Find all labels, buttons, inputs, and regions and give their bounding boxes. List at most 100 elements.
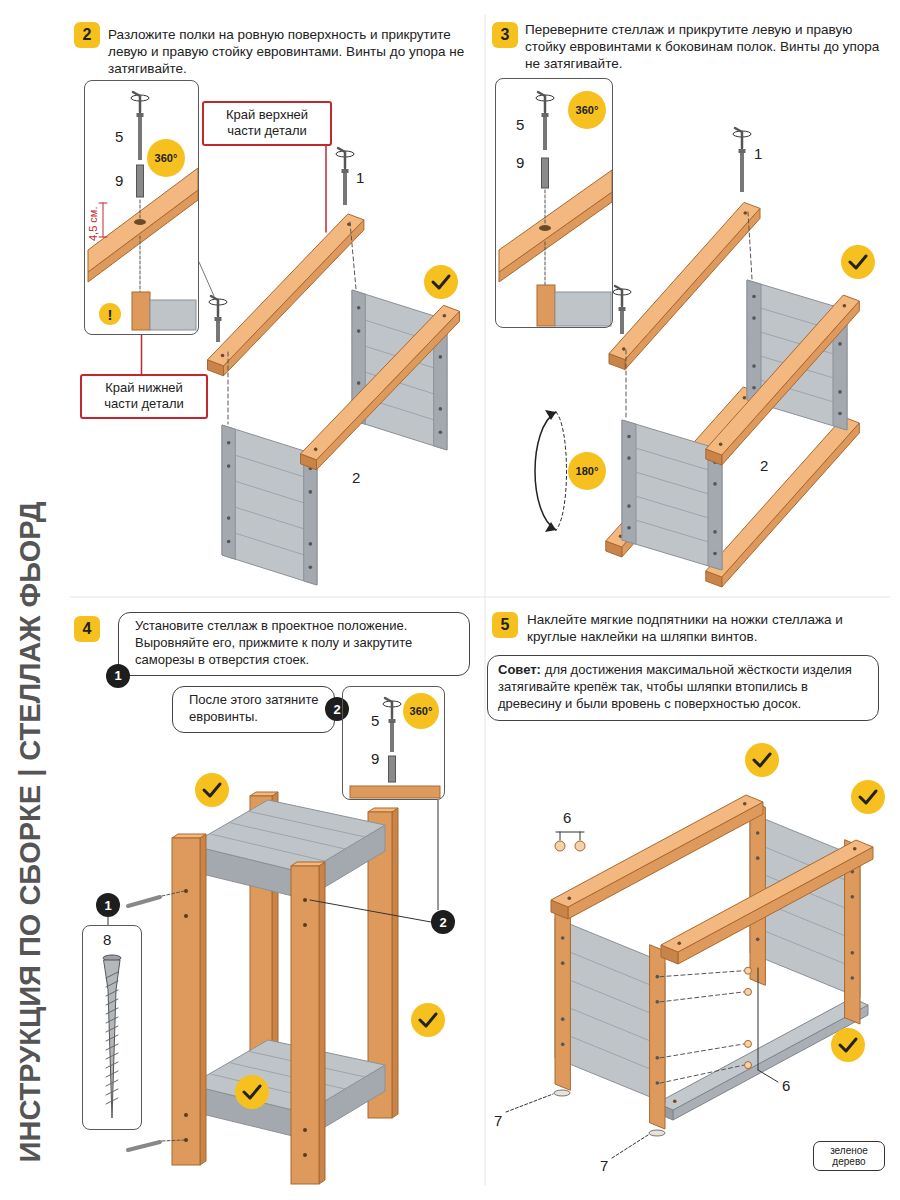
screw-shaft	[216, 321, 220, 342]
check-badge	[831, 1028, 865, 1062]
panel-post	[622, 420, 636, 544]
screw-head	[739, 149, 746, 153]
hex-key	[538, 92, 545, 112]
tip-box: Совет:для достижения максимальной жёстко…	[487, 655, 879, 721]
node-text: !	[108, 306, 113, 323]
screw-hole	[439, 355, 443, 359]
step-badge: 3	[492, 22, 518, 48]
rotation-badge: 360°	[568, 91, 606, 129]
shelf-board	[673, 1005, 868, 1120]
part-number: 2	[760, 458, 768, 473]
screw-hole	[756, 856, 760, 860]
callout-number: 2	[325, 697, 349, 721]
round-sticker	[745, 1040, 752, 1047]
rack-post	[200, 834, 206, 1165]
rack-post	[368, 808, 398, 812]
screw-hole	[622, 347, 626, 351]
part-number: 2	[352, 470, 360, 485]
node-text: для достижения максимальной жёсткости из…	[498, 662, 852, 711]
screw-hole	[851, 976, 855, 980]
sticker-path	[660, 971, 744, 977]
screw-hole	[567, 896, 571, 900]
panel-slat	[555, 1030, 665, 1075]
screw-hole	[539, 225, 551, 231]
instruction-text: Разложите полки на ровную поверхность и …	[108, 27, 480, 78]
part-number: 7	[494, 1113, 502, 1128]
screw-hole	[756, 831, 760, 835]
check-badge	[851, 780, 885, 814]
side-panel	[222, 425, 317, 585]
bracket-line	[758, 968, 759, 1070]
callout-number: 1	[96, 893, 120, 917]
rotation-badge: 180°	[568, 452, 606, 490]
panel-divider	[485, 15, 486, 1185]
screw-thread	[106, 1017, 118, 1023]
screw-hole	[627, 435, 631, 439]
rack-post	[250, 792, 278, 796]
hex-key	[133, 92, 140, 112]
instruction-text: Переверните стеллаж и прикрутите левую и…	[525, 22, 887, 73]
hex-key	[615, 286, 622, 306]
shelf-panel	[190, 800, 385, 873]
rack-post	[661, 840, 873, 952]
upright-board	[625, 208, 760, 369]
screw-hole	[561, 936, 565, 940]
screw-hole	[752, 386, 756, 390]
warning-badge: !	[99, 303, 121, 325]
board-piece	[88, 190, 198, 282]
screw-hole	[656, 1081, 660, 1085]
screw-hole	[673, 1099, 677, 1103]
node-text: Совет:	[498, 662, 541, 677]
screw-hole	[303, 1128, 307, 1132]
sticker-path	[660, 992, 744, 1002]
screw-hole	[309, 542, 313, 546]
screw-hole	[743, 211, 747, 215]
screw-shaft	[128, 897, 160, 906]
check-mark	[754, 754, 770, 766]
screw-thread	[106, 1062, 118, 1068]
screw-hole	[227, 516, 231, 520]
screw-hole	[439, 407, 443, 411]
round-sticker	[555, 841, 565, 851]
hex-key	[385, 698, 392, 718]
panel-slat	[622, 516, 722, 546]
check-badge	[195, 773, 229, 807]
upright-board	[301, 305, 460, 460]
instruction-text: Наклейте мягкие подпятники на ножки стел…	[527, 612, 883, 646]
panel-slat	[222, 477, 317, 507]
brand-logo: зеленое дерево	[813, 1141, 885, 1171]
rack-post	[172, 838, 200, 1165]
side-panel	[622, 420, 722, 570]
screw-thread	[106, 981, 118, 987]
barrel-nut	[389, 756, 396, 782]
detail-inset: 8	[82, 925, 142, 1130]
screw-hole	[713, 530, 717, 534]
rack-post	[291, 866, 319, 1184]
arrow-head	[545, 522, 556, 532]
screw-hole	[851, 951, 855, 955]
screw-hole	[184, 1138, 188, 1142]
post-piece	[350, 786, 440, 798]
screw-hole	[743, 802, 747, 806]
node-text: 5	[115, 129, 123, 144]
panel-slat	[622, 468, 722, 498]
round-sticker	[745, 967, 752, 974]
screw-hole	[627, 526, 631, 530]
screw-path	[140, 200, 141, 219]
screw-hole	[184, 1113, 188, 1117]
board-piece	[88, 168, 198, 272]
screw-hole	[743, 396, 747, 400]
screw-hole	[713, 482, 717, 486]
node-text: Край верхней части детали	[210, 107, 324, 140]
screw-hole	[227, 464, 231, 468]
rotation-arrow	[535, 412, 556, 530]
screw-head	[389, 719, 396, 723]
node-text: Установите стеллаж в проектное положение…	[135, 618, 459, 669]
barrel-nut	[542, 158, 549, 188]
upright-board	[706, 295, 860, 455]
part-number: 1	[356, 170, 364, 185]
screw-thread	[106, 1008, 118, 1014]
